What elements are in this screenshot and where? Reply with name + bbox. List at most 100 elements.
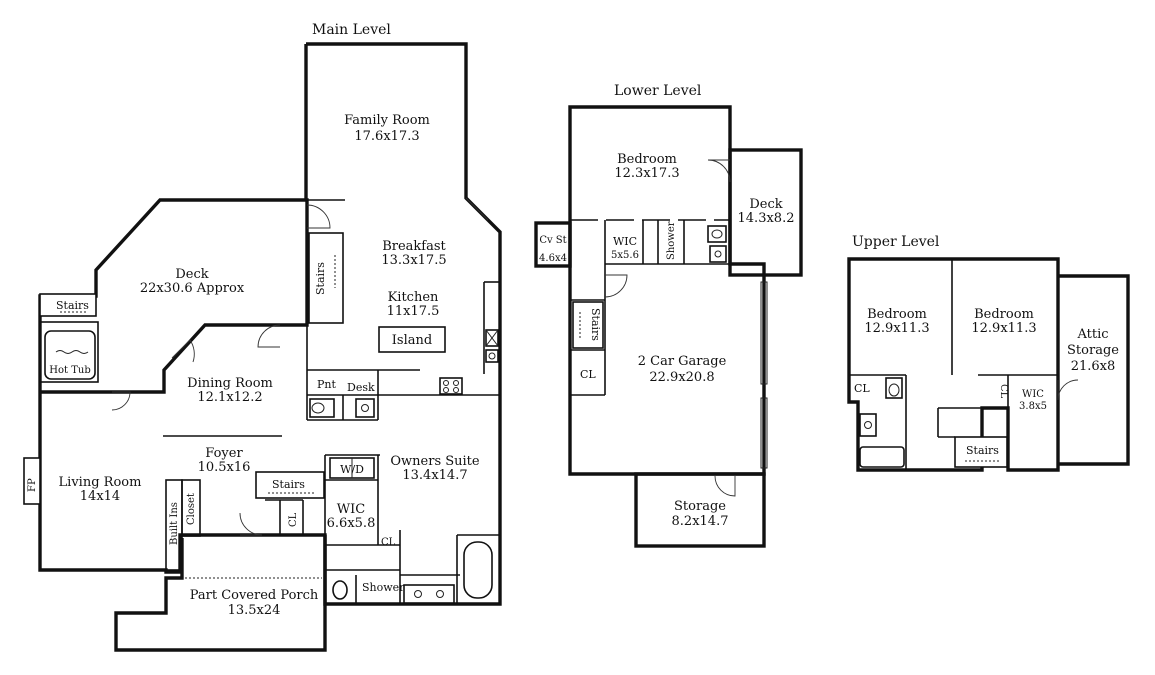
breakfast-name: Breakfast: [382, 239, 446, 254]
dining-name: Dining Room: [187, 376, 273, 391]
attic-name-1: Attic: [1076, 327, 1108, 342]
deck-name: Deck: [175, 267, 208, 282]
garage-door: [760, 281, 768, 385]
cv-st-name: Cv St: [539, 235, 566, 246]
family-room-dim: 17.6x17.3: [354, 129, 419, 144]
sink-bowl: [361, 404, 369, 412]
lower-bedroom-dim: 12.3x17.3: [614, 166, 679, 181]
door: [707, 159, 731, 183]
storage-wall: [634, 472, 766, 548]
door: [171, 339, 195, 363]
burner: [443, 380, 449, 386]
main-level: Family Room 17.6x17.3 Breakfast 13.3x17.…: [23, 42, 502, 652]
stairs-box-upper: [954, 436, 1008, 468]
foyer-name: Foyer: [205, 446, 243, 461]
toilet-owners: [332, 580, 348, 600]
upper-cl-2-label: CL: [998, 384, 1009, 399]
sink-bowl: [436, 590, 444, 598]
lower-bedroom-name: Bedroom: [617, 152, 677, 167]
burner: [443, 387, 449, 393]
upper-bedroom-1-name: Bedroom: [867, 307, 927, 322]
garage-dim: 22.9x20.8: [649, 370, 714, 385]
wic-main-dim: 6.6x5.8: [327, 516, 376, 531]
kitchen-dim: 11x17.5: [387, 304, 440, 319]
deck-dim: 22x30.6 Approx: [140, 281, 245, 296]
range: [439, 377, 463, 395]
main-level-title: Main Level: [312, 22, 391, 38]
toilet-bowl: [311, 402, 325, 414]
wic-main-name: WIC: [337, 502, 365, 517]
door: [257, 324, 281, 348]
stairs-box-main: [308, 232, 344, 324]
hot-tub-water: [55, 350, 89, 354]
garage-door: [760, 397, 768, 469]
burner: [453, 380, 459, 386]
lower-deck-name: Deck: [749, 197, 782, 212]
garage-name: 2 Car Garage: [638, 354, 727, 369]
upper-bedroom-2-name: Bedroom: [974, 307, 1034, 322]
door: [1057, 379, 1079, 401]
wd-label: W/D: [340, 463, 364, 476]
owners-suite-dim: 13.4x14.7: [402, 468, 467, 483]
cv-st-wall: [534, 221, 572, 268]
double-vanity: [403, 584, 455, 604]
upper-wic-name: WIC: [1022, 389, 1044, 400]
sink-lower: [709, 245, 727, 263]
porch-wall: [114, 535, 327, 652]
upper-wic-dim: 3.8x5: [1019, 401, 1047, 412]
door: [239, 512, 263, 536]
island-label: Island: [392, 333, 432, 348]
breakfast-dim: 13.3x17.5: [381, 253, 446, 268]
sink-bowl: [414, 590, 422, 598]
door: [714, 475, 736, 497]
closet-box: [181, 479, 201, 537]
door: [604, 274, 628, 298]
fireplace: [23, 457, 41, 505]
door: [306, 204, 331, 229]
cl-foyer-label: CL: [288, 512, 299, 527]
sink-bowl: [714, 250, 722, 258]
living-dim: 14x14: [80, 489, 120, 504]
hot-tub-label: Hot Tub: [49, 365, 90, 376]
sink-upper: [859, 413, 877, 437]
upper-bedroom-1-dim: 12.9x11.3: [864, 321, 929, 336]
toilet-bowl: [711, 229, 723, 239]
toilet-lower: [707, 225, 727, 243]
lower-shower-label: Shower: [666, 221, 677, 260]
porch-dim: 13.5x24: [228, 603, 281, 618]
living-name: Living Room: [59, 475, 142, 490]
stairs-box-lower: [572, 301, 604, 349]
kitchen-name: Kitchen: [388, 290, 439, 305]
dishwasher-mark: [485, 329, 499, 347]
upper-cl-1-label: CL: [854, 382, 870, 395]
built-ins-label: Built Ins: [169, 502, 180, 545]
lower-stairs-label: Stairs: [589, 308, 602, 341]
lower-level-title: Lower Level: [614, 83, 702, 99]
cl-wic-label: CL: [381, 537, 396, 548]
lower-wic-dim: 5x5.6: [611, 250, 639, 261]
dining-dim: 12.1x12.2: [197, 390, 262, 405]
stairs-foyer-label: Stairs: [272, 478, 305, 491]
stairs-box-deck: [39, 293, 97, 317]
toilet-bowl: [888, 383, 900, 397]
attic-wall: [1058, 274, 1130, 466]
kitchen-island: [378, 326, 446, 353]
family-room-name: Family Room: [344, 113, 430, 128]
lower-deck-dim: 14.3x8.2: [738, 211, 795, 226]
toilet-upper: [885, 377, 903, 399]
door: [465, 197, 489, 221]
attic-name-2: Storage: [1067, 343, 1119, 358]
storage-name: Storage: [674, 499, 726, 514]
shower-main-label: Shower: [362, 581, 405, 594]
main-exterior-wall: [38, 42, 502, 606]
cv-st-dim: 4.6x4: [539, 253, 567, 264]
storage-dim: 8.2x14.7: [672, 514, 729, 529]
stairs-deck-label: Stairs: [56, 299, 89, 312]
attic-dim: 21.6x8: [1071, 359, 1116, 374]
closet-label: Closet: [186, 493, 197, 525]
tub-upper: [859, 446, 905, 468]
sink-bowl: [864, 421, 872, 429]
upper-level-title: Upper Level: [852, 234, 940, 250]
desk-label: Desk: [347, 381, 375, 394]
sink-bowl: [488, 352, 496, 360]
